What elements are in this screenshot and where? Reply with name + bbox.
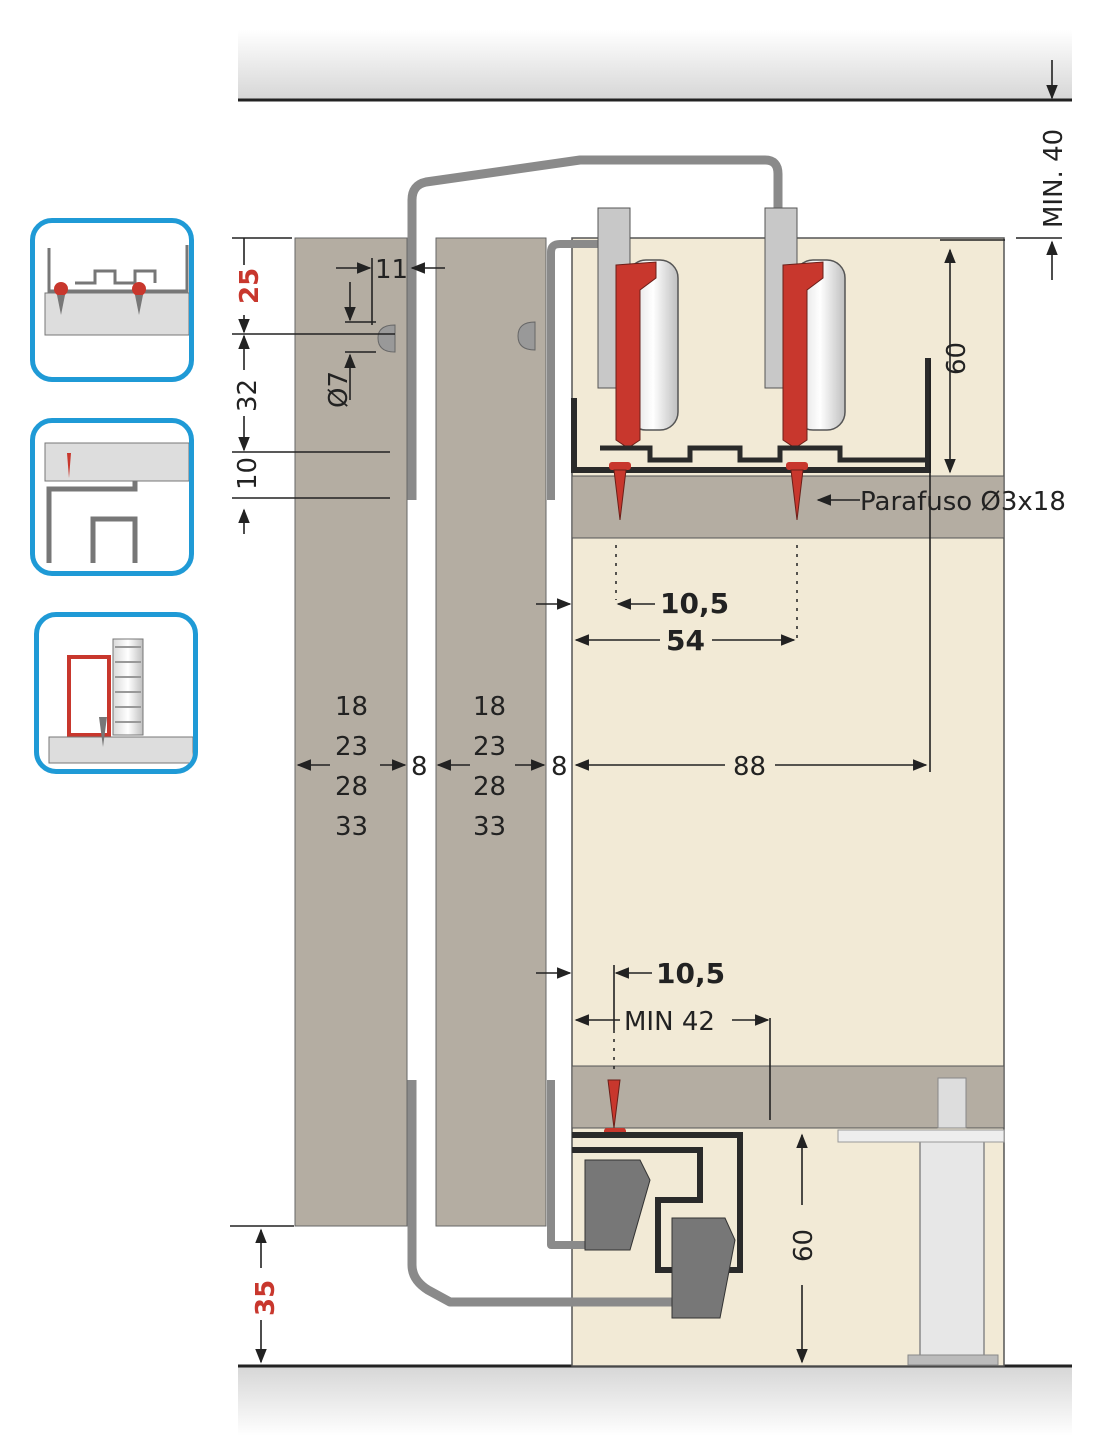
thumbnail-side-mount xyxy=(30,418,194,576)
screw-label: Parafuso Ø3x18 xyxy=(860,487,1066,517)
inner-door xyxy=(435,237,547,1227)
top-offset-label: 25 xyxy=(235,268,265,304)
door-thickness-2-d: 33 xyxy=(473,812,506,842)
door-thickness-1-a: 18 xyxy=(335,692,368,722)
cabinet-leg xyxy=(919,1139,985,1363)
profile-depth-label: 88 xyxy=(733,752,766,782)
floor xyxy=(238,1366,1072,1436)
top-screw-left xyxy=(609,462,631,521)
edge-distance-label: 11 xyxy=(375,255,408,285)
screw-spacing-label: 54 xyxy=(666,624,705,657)
outer-door-bracket xyxy=(407,155,783,500)
track-height-bottom-label: 60 xyxy=(789,1229,819,1262)
thumbnail-frame-mount xyxy=(34,612,198,774)
top-track-profile xyxy=(571,358,931,473)
door-thickness-2-b: 23 xyxy=(473,732,506,762)
bottom-track-profile xyxy=(572,1132,743,1273)
top-roller-left xyxy=(597,207,679,449)
top-shelf xyxy=(571,475,1005,539)
top-screw-right xyxy=(786,462,808,521)
bottom-shelf xyxy=(571,1065,1005,1129)
bottom-min-label: MIN 42 xyxy=(624,1007,715,1037)
top-roller-right xyxy=(764,207,846,449)
frame-mount-icon xyxy=(48,638,193,764)
bottom-guide-right xyxy=(671,1217,736,1319)
top-mount-icon xyxy=(44,245,189,336)
door-thickness-1-c: 28 xyxy=(335,772,368,802)
bottom-guide-left xyxy=(584,1159,651,1251)
gap-2-label: 8 xyxy=(551,752,568,782)
door-thickness-2-a: 18 xyxy=(473,692,506,722)
hole-diameter-label: Ø7 xyxy=(324,371,354,408)
floor-gap-label: 35 xyxy=(251,1280,281,1316)
ceiling xyxy=(238,30,1072,100)
outer-door xyxy=(294,237,408,1227)
hole-spacing-label: 32 xyxy=(233,379,263,412)
door-thickness-2-c: 28 xyxy=(473,772,506,802)
top-screw-offset-label: 10,5 xyxy=(660,587,729,620)
min-ceiling-label: MIN. 40 xyxy=(1039,129,1069,228)
side-mount-icon xyxy=(44,442,189,563)
inner-door-bracket xyxy=(547,240,610,500)
door-thickness-1-b: 23 xyxy=(335,732,368,762)
hole-depth-label: 10 xyxy=(233,457,263,490)
track-height-top-label: 60 xyxy=(942,342,972,375)
door-thickness-1-d: 33 xyxy=(335,812,368,842)
bottom-screw-offset-label: 10,5 xyxy=(656,957,725,990)
gap-1-label: 8 xyxy=(411,752,428,782)
thumbnail-top-mount xyxy=(30,218,194,382)
